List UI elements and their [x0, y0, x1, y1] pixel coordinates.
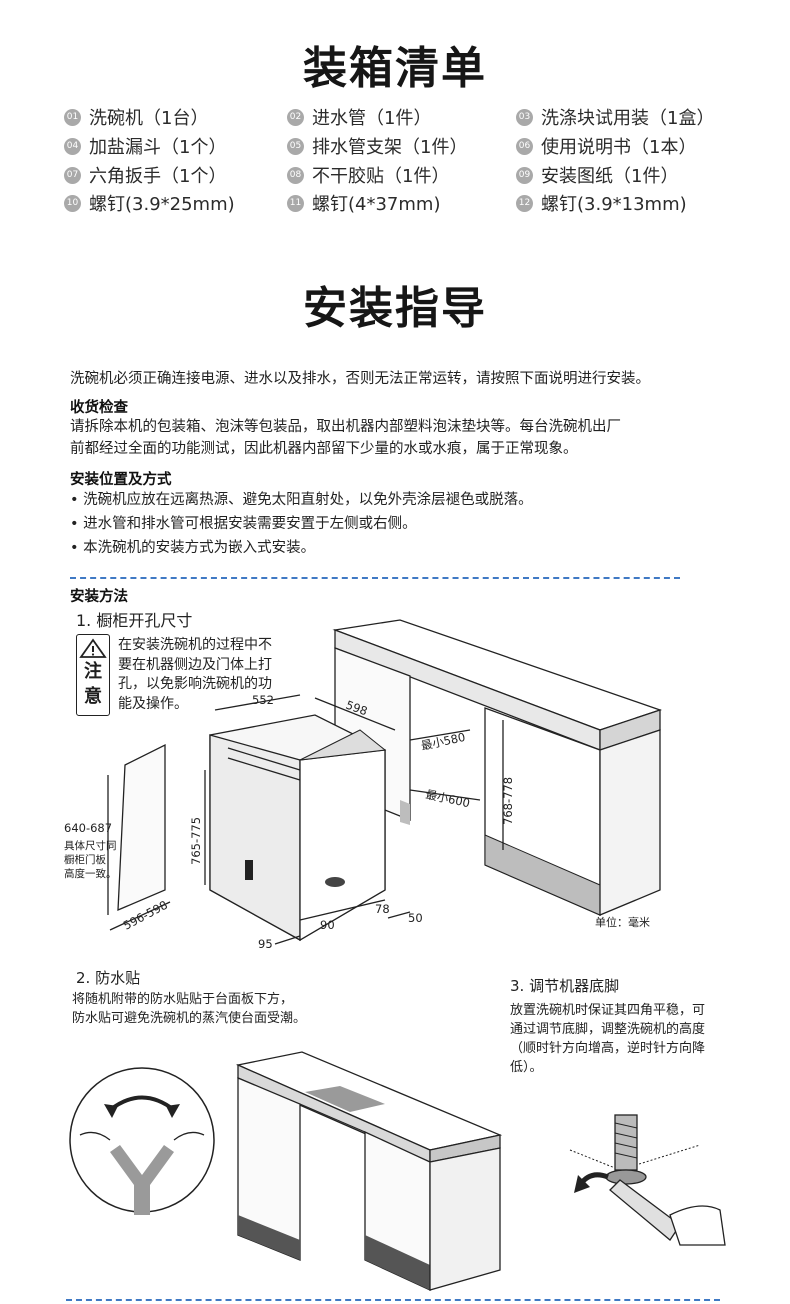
packing-item: 02 进水管（1件）: [287, 104, 431, 130]
guide-title: 安装指导: [303, 283, 487, 334]
packing-item: 05 排水管支架（1件）: [287, 133, 467, 159]
dim-min580: 最小580: [420, 730, 467, 753]
packing-item: 04 加盐漏斗（1个）: [64, 133, 226, 159]
dim-552: 552: [252, 693, 274, 707]
warning-text-line: 孔，以免影响洗碗机的功: [118, 676, 272, 692]
item-label: 六角扳手（1个）: [89, 166, 227, 187]
unit-label: 单位：毫米: [595, 915, 650, 929]
dim-90: 90: [320, 918, 335, 932]
item-number-badge: 08: [287, 166, 304, 184]
item-number-badge: 11: [287, 194, 304, 212]
packing-item: 01 洗碗机（1台）: [64, 104, 208, 130]
warning-text-line: 在安装洗碗机的过程中不: [118, 637, 272, 653]
panel-note-2: 橱柜门板: [64, 853, 106, 866]
item-label: 洗碗机（1台）: [89, 108, 209, 129]
step3-text-4: 低）。: [510, 1060, 543, 1075]
warning-icon: [79, 638, 107, 658]
waterproof-sticker-illustration: [69, 1051, 503, 1292]
dim-768: 768-778: [501, 777, 515, 825]
cabinet-dimension-diagram: 768-778 最小580 最小600 552 598 765-775 78 9…: [64, 619, 663, 951]
step3-text-1: 放置洗碗机时保证其四角平稳，可: [510, 1003, 706, 1018]
item-label: 螺钉(3.9*25mm): [89, 194, 235, 215]
packing-item: 08 不干胶贴（1件）: [287, 162, 449, 188]
dim-78: 78: [375, 902, 390, 916]
receive-text-2: 前都经过全面的功能测试，因此机器内部留下少量的水或水痕，属于正常现象。: [70, 441, 578, 457]
packing-item: 09 安装图纸（1件）: [516, 162, 678, 188]
adjustable-foot-illustration: [569, 1114, 726, 1246]
item-number-badge: 09: [516, 166, 533, 184]
item-number-badge: 01: [64, 108, 81, 126]
packing-item: 06 使用说明书（1本）: [516, 133, 696, 159]
item-label: 洗涤块试用装（1盒）: [541, 108, 715, 129]
bullet-2: • 进水管和排水管可根据安装需要安置于左侧或右侧。: [70, 516, 417, 532]
panel-note-3: 高度一致。: [64, 867, 117, 880]
dim-min600: 最小600: [424, 787, 471, 810]
step2-text-1: 将随机附带的防水贴贴于台面板下方，: [72, 992, 294, 1007]
dim-50: 50: [408, 911, 423, 925]
packing-title: 装箱清单: [303, 43, 487, 94]
position-heading: 安装位置及方式: [70, 472, 172, 488]
dim-95: 95: [258, 937, 273, 951]
item-label: 安装图纸（1件）: [541, 166, 679, 187]
receive-text-1: 请拆除本机的包装箱、泡沫等包装品，取出机器内部塑料泡沫垫块等。每台洗碗机出厂: [70, 419, 621, 435]
item-number-badge: 02: [287, 108, 304, 126]
step2-title: 2. 防水贴: [76, 969, 141, 987]
item-number-badge: 07: [64, 166, 81, 184]
item-label: 排水管支架（1件）: [312, 137, 468, 158]
item-label: 不干胶贴（1件）: [312, 166, 450, 187]
item-label: 使用说明书（1本）: [541, 137, 697, 158]
step3-text-3: （顺时针方向增高，逆时针方向降: [510, 1041, 706, 1056]
item-number-badge: 06: [516, 137, 533, 155]
dim-640: 640-687: [64, 821, 112, 835]
step3-text-2: 通过调节底脚，调整洗碗机的高度: [510, 1022, 706, 1037]
item-label: 加盐漏斗（1个）: [89, 137, 227, 158]
item-number-badge: 10: [64, 194, 81, 212]
bullet-3: • 本洗碗机的安装方式为嵌入式安装。: [70, 540, 316, 556]
item-label: 进水管（1件）: [312, 108, 432, 129]
item-number-badge: 04: [64, 137, 81, 155]
warning-box: 注 意: [76, 634, 110, 716]
packing-item: 07 六角扳手（1个）: [64, 162, 226, 188]
receive-heading: 收货检查: [70, 400, 128, 416]
item-number-badge: 05: [287, 137, 304, 155]
dim-765: 765-775: [189, 817, 203, 865]
step1-title: 1. 橱柜开孔尺寸: [76, 611, 193, 630]
guide-intro: 洗碗机必须正确连接电源、进水以及排水，否则无法正常运转，请按照下面说明进行安装。: [70, 371, 650, 387]
packing-item: 12 螺钉(3.9*13mm): [516, 190, 687, 216]
step2-text-2: 防水贴可避免洗碗机的蒸汽使台面受潮。: [72, 1011, 307, 1026]
packing-item: 11 螺钉(4*37mm): [287, 190, 440, 216]
item-number-badge: 03: [516, 108, 533, 126]
method-heading: 安装方法: [70, 589, 128, 605]
item-number-badge: 12: [516, 194, 533, 212]
bullet-1: • 洗碗机应放在远离热源、避免太阳直射处，以免外壳涂层褪色或脱落。: [70, 492, 533, 508]
bottom-divider: [66, 1299, 720, 1301]
panel-note-1: 具体尺寸同: [64, 839, 117, 852]
warning-label-2: 意: [84, 686, 102, 707]
item-label: 螺钉(4*37mm): [312, 194, 441, 215]
warning-text: 在安装洗碗机的过程中不 要在机器侧边及门体上打 孔，以免影响洗碗机的功 能及操作…: [118, 636, 272, 714]
warning-text-line: 能及操作。: [118, 695, 188, 712]
item-label: 螺钉(3.9*13mm): [541, 194, 687, 215]
section-divider: [70, 577, 680, 579]
warning-label-1: 注: [84, 661, 102, 682]
packing-item: 10 螺钉(3.9*25mm): [64, 190, 235, 216]
packing-item: 03 洗涤块试用装（1盒）: [516, 104, 714, 130]
warning-text-line: 要在机器侧边及门体上打: [118, 656, 272, 673]
step3-title: 3. 调节机器底脚: [510, 977, 620, 995]
